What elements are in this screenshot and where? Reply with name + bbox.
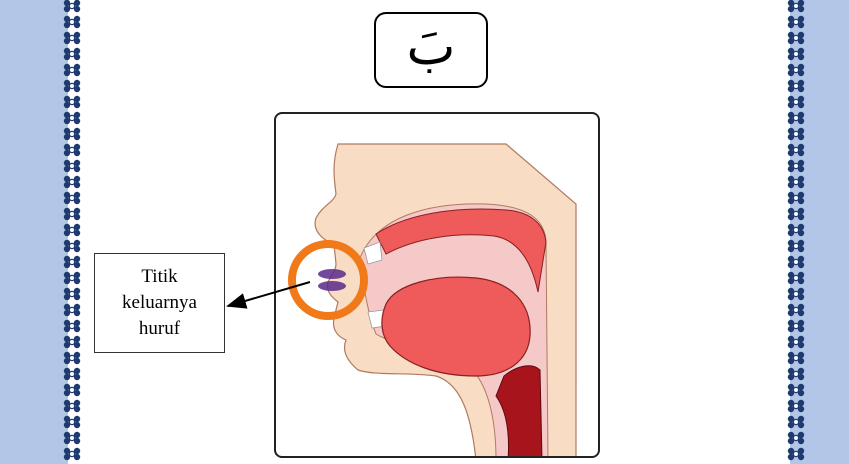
floral-motif-icon [788, 400, 804, 412]
floral-motif-icon [64, 400, 80, 412]
floral-motif-icon [64, 416, 80, 428]
floral-motif-icon [788, 208, 804, 220]
lower-lip-mark [318, 281, 346, 291]
label-text: Titik keluarnya huruf [122, 264, 197, 342]
floral-motif-icon [64, 224, 80, 236]
floral-motif-icon [64, 384, 80, 396]
floral-motif-icon [788, 176, 804, 188]
mouth-diagram [276, 114, 600, 458]
floral-motif-icon [64, 48, 80, 60]
floral-motif-icon [788, 144, 804, 156]
floral-motif-icon [64, 272, 80, 284]
floral-motif-icon [64, 368, 80, 380]
floral-motif-icon [64, 64, 80, 76]
floral-motif-icon [64, 336, 80, 348]
floral-motif-icon [788, 96, 804, 108]
letter-card: بَ [374, 12, 488, 88]
floral-motif-icon [788, 192, 804, 204]
floral-motif-icon [64, 240, 80, 252]
floral-motif-icon [788, 432, 804, 444]
floral-motif-icon [64, 208, 80, 220]
floral-motif-icon [788, 240, 804, 252]
floral-motif-icon [64, 32, 80, 44]
floral-motif-icon [64, 160, 80, 172]
floral-motif-icon [788, 48, 804, 60]
floral-motif-icon [64, 288, 80, 300]
floral-motif-icon [788, 352, 804, 364]
floral-motif-icon [64, 320, 80, 332]
floral-motif-icon [788, 160, 804, 172]
floral-motif-icon [788, 112, 804, 124]
left-side-band [0, 0, 68, 464]
floral-motif-icon [64, 256, 80, 268]
floral-motif-icon [64, 352, 80, 364]
floral-motif-icon [788, 320, 804, 332]
floral-motif-icon [788, 0, 804, 12]
floral-motif-icon [788, 448, 804, 460]
upper-lip-mark [318, 269, 346, 279]
articulation-point-label: Titik keluarnya huruf [94, 253, 225, 353]
floral-motif-icon [788, 128, 804, 140]
floral-motif-icon [788, 336, 804, 348]
floral-motif-icon [64, 16, 80, 28]
floral-motif-icon [64, 0, 80, 12]
floral-motif-icon [64, 304, 80, 316]
floral-motif-icon [788, 288, 804, 300]
arabic-letter: بَ [407, 21, 456, 73]
floral-motif-icon [788, 304, 804, 316]
floral-motif-icon [788, 80, 804, 92]
floral-motif-icon [64, 80, 80, 92]
floral-motif-icon [788, 384, 804, 396]
floral-motif-icon [788, 368, 804, 380]
floral-motif-icon [64, 112, 80, 124]
floral-motif-icon [64, 192, 80, 204]
floral-motif-icon [64, 96, 80, 108]
floral-motif-icon [788, 416, 804, 428]
floral-motif-icon [788, 256, 804, 268]
floral-motif-icon [64, 432, 80, 444]
floral-motif-icon [64, 144, 80, 156]
floral-motif-icon [788, 272, 804, 284]
floral-motif-icon [788, 224, 804, 236]
left-floral-border-icon [61, 0, 83, 464]
floral-motif-icon [64, 128, 80, 140]
floral-motif-icon [64, 448, 80, 460]
right-floral-border-icon [785, 0, 807, 464]
mouth-diagram-frame [274, 112, 600, 458]
floral-motif-icon [788, 16, 804, 28]
floral-motif-icon [788, 32, 804, 44]
floral-motif-icon [64, 176, 80, 188]
floral-motif-icon [788, 64, 804, 76]
